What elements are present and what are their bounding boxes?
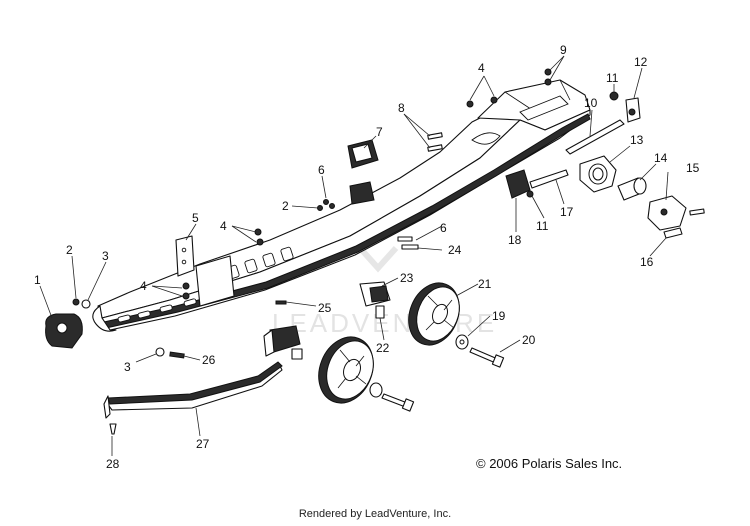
callout-11a: 11 [606,71,619,85]
hub-13 [579,155,617,193]
bracket-15 [647,195,705,231]
callout-2: 2 [66,243,73,257]
bolt-2-rail [317,205,323,211]
callout-24: 24 [448,243,462,257]
block-18 [505,169,534,199]
callout-7: 7 [376,125,383,139]
front-bracket-plate [175,235,195,277]
watermark-text: LEADVENTURE [272,308,497,338]
callout-6b: 6 [440,221,447,235]
callout-3b: 3 [124,360,131,374]
washer-6 [323,199,335,209]
render-credit: Rendered by LeadVenture, Inc. [298,508,452,520]
callout-5: 5 [192,211,199,225]
bushing-14 [617,177,647,201]
callout-27: 27 [196,437,210,451]
slide-rail [103,361,283,419]
callout-12: 12 [634,55,648,69]
wheel-spacer-19 [455,334,469,350]
pivot-block-23 [359,281,391,319]
callout-2b: 2 [282,199,289,213]
callout-14: 14 [654,151,668,165]
callout-23: 23 [400,271,414,285]
nuts-4-upper [466,96,498,108]
callout-9: 9 [560,43,567,57]
callout-15: 15 [686,161,700,175]
nuts-9 [544,68,552,86]
callout-4b: 4 [220,219,227,233]
callout-4a: 4 [140,279,147,293]
callout-20: 20 [522,333,536,347]
idler-wheel-left [318,336,374,404]
callout-28: 28 [106,457,120,471]
callout-3: 3 [102,249,109,263]
bolt-17 [529,169,569,189]
callout-1: 1 [34,273,41,287]
callout-26: 26 [202,353,216,367]
bolt-8 [427,132,443,152]
lower-axle-bolt [369,382,415,412]
front-hardware [72,228,287,359]
callout-19: 19 [492,309,506,323]
callout-18: 18 [508,233,522,247]
callout-8: 8 [398,101,405,115]
callout-11b: 11 [536,219,549,233]
pivot-block-front [263,325,303,360]
bolt-16 [663,227,683,239]
bumper-block-7 [347,139,379,205]
idler-wheel-right [408,282,460,346]
rail-lightening-holes [117,95,569,323]
callout-25: 25 [318,301,332,315]
callout-10: 10 [584,96,598,110]
front-tip-block [45,313,83,349]
rail-assembly [92,79,591,332]
callout-labels: 1 2 3 3 4 4 4 5 6 6 7 8 9 10 11 11 12 13… [34,43,700,471]
callout-4c: 4 [478,61,485,75]
clip-12 [625,97,641,123]
callout-13: 13 [630,133,644,147]
copyright-notice: © 2006 Polaris Sales Inc. [476,456,623,471]
nut-11-upper [609,91,619,101]
callout-17: 17 [560,205,574,219]
callout-21: 21 [478,277,492,291]
callout-16: 16 [640,255,654,269]
callout-22: 22 [376,341,390,355]
screw-28 [109,423,117,435]
callout-6a: 6 [318,163,325,177]
bolt-24-group [397,236,419,250]
axle-bolt-20 [469,347,505,368]
leader-lines [39,55,669,456]
rear-shaft-10 [565,119,625,155]
